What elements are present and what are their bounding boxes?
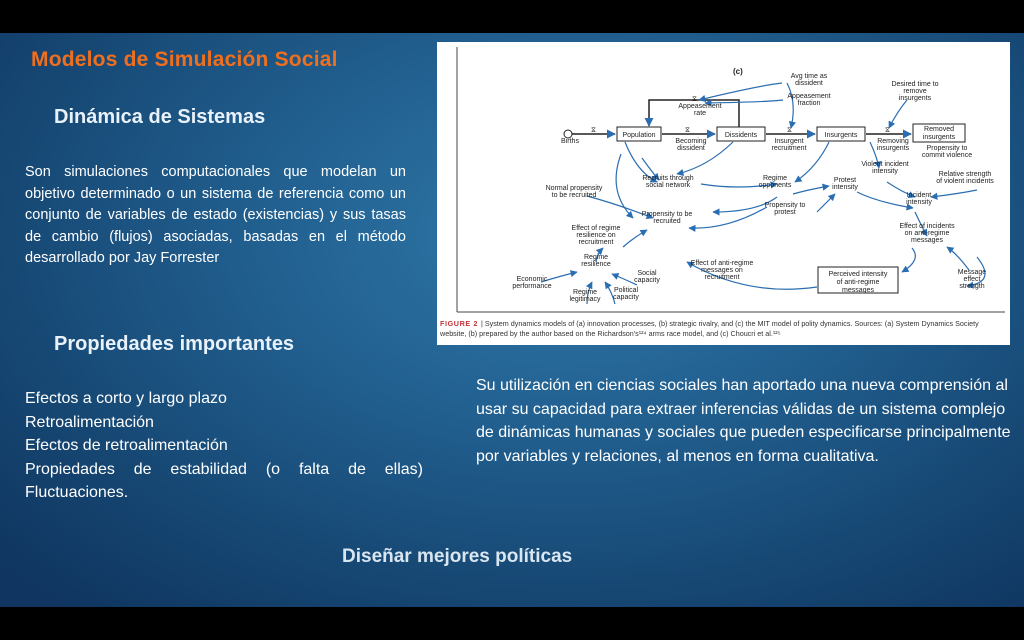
var-label: resilience xyxy=(581,261,611,268)
highlight-text: Diseñar mejores políticas xyxy=(342,546,573,567)
properties-title: Propiedades importantes xyxy=(54,333,295,355)
valve-icon: ⧖ xyxy=(885,127,890,134)
valve-icon: ⧖ xyxy=(685,127,690,134)
var-label: Protest xyxy=(834,177,856,184)
stock-perceived-intensity xyxy=(817,266,899,294)
stock-label: Perceived intensity xyxy=(829,271,888,278)
var-label: opponents xyxy=(759,182,792,189)
var-label: Propensity to xyxy=(927,145,968,152)
var-label: Avg time as xyxy=(791,73,828,80)
figure-caption: FIGURE 2| System dynamics models of (a) … xyxy=(440,319,1006,339)
var-label: Desired time to xyxy=(891,81,938,88)
stock-removed-insurgents xyxy=(912,123,966,143)
var-label: to be recruited xyxy=(552,192,597,199)
var-label: recruitment xyxy=(578,239,613,246)
var-label: intensity xyxy=(832,184,858,191)
var-label: Propensity to be xyxy=(642,211,693,218)
var-label: Effect of anti-regime xyxy=(691,260,754,267)
var-label: intensity xyxy=(906,199,932,206)
var-label: commit violence xyxy=(922,152,972,159)
var-label: Violent incident xyxy=(861,161,908,168)
var-label: Economic xyxy=(517,276,548,283)
var-label: Regime xyxy=(584,254,608,261)
var-label: effect xyxy=(964,276,981,283)
var-label: Insurgent xyxy=(774,138,803,145)
stock-label: insurgents xyxy=(923,134,956,141)
var-label: Regime xyxy=(573,289,597,296)
stock-population xyxy=(616,126,662,142)
stock-label: Removed xyxy=(924,126,954,133)
var-label: Relative strength xyxy=(939,171,992,178)
var-label: Births xyxy=(561,138,579,145)
caption-label: FIGURE 2 xyxy=(440,319,478,328)
property-item: Retroalimentación xyxy=(25,413,154,431)
var-label: Appeasement xyxy=(787,93,830,100)
var-label: Becoming xyxy=(675,138,706,145)
var-label: legitimacy xyxy=(569,296,601,303)
stock-label: messages xyxy=(842,287,874,294)
description-text: Son simulaciones computacionales que mod… xyxy=(25,164,406,266)
var-label: insurgents xyxy=(899,95,932,102)
var-label: fraction xyxy=(798,100,821,107)
var-label: performance xyxy=(512,283,551,290)
caption-text: | System dynamics models of (a) innovati… xyxy=(440,319,979,338)
valve-icon: ⧖ xyxy=(591,127,596,134)
var-label: strength xyxy=(959,283,984,290)
var-label: dissident xyxy=(677,145,705,152)
var-label: Propensity to xyxy=(765,202,806,209)
var-label: insurgents xyxy=(877,145,910,152)
var-label: protest xyxy=(774,209,795,216)
var-label: Social xyxy=(637,270,657,277)
var-label: social network xyxy=(646,182,691,189)
var-label: on anti-regime xyxy=(905,230,950,237)
valve-icon: ⧖ xyxy=(787,127,792,134)
var-label: resilience on xyxy=(576,232,615,239)
var-label: capacity xyxy=(613,294,639,301)
var-label: Removing xyxy=(877,138,909,145)
var-label: intensity xyxy=(872,168,898,175)
system-dynamics-figure: (c) Population Dissidents Insurgents Rem… xyxy=(437,42,1010,345)
var-label: Normal propensity xyxy=(546,185,603,192)
var-label: Recruits through xyxy=(642,175,693,182)
var-label: dissident xyxy=(795,80,823,87)
slide: Modelos de Simulación Social Dinámica de… xyxy=(0,33,1024,607)
stock-insurgents xyxy=(816,126,866,142)
var-label: remove xyxy=(903,88,926,95)
var-label: recruited xyxy=(653,218,680,225)
var-label: Appeasement xyxy=(678,103,721,110)
var-label: capacity xyxy=(634,277,660,284)
usage-text: Su utilización en ciencias sociales han … xyxy=(476,377,1011,465)
var-label: Message xyxy=(958,269,987,276)
var-label: rate xyxy=(694,110,706,117)
var-label: Effect of incidents xyxy=(899,223,955,230)
stock-label: of anti-regime xyxy=(837,279,880,286)
var-label: messages xyxy=(911,237,943,244)
stock-label: Insurgents xyxy=(825,132,858,139)
var-label: messages on xyxy=(701,267,743,274)
property-item: Efectos a corto y largo plazo xyxy=(25,390,227,407)
property-item: Efectos de retroalimentación xyxy=(25,437,228,454)
stock-dissidents xyxy=(716,126,766,142)
var-label: recruitment xyxy=(771,145,806,152)
property-item: Fluctuaciones. xyxy=(25,484,129,501)
polity-dynamics-diagram: (c) Population Dissidents Insurgents Rem… xyxy=(456,47,1005,313)
properties-list: Efectos a corto y largo plazo Retroalime… xyxy=(25,387,423,505)
var-label: recruitment xyxy=(704,274,739,281)
var-label: of violent incidents xyxy=(936,178,994,185)
stock-label: Population xyxy=(622,132,655,139)
var-label: Effect of regime xyxy=(572,225,621,232)
stock-label: Dissidents xyxy=(725,132,758,139)
var-label: Incident xyxy=(907,192,932,199)
section-title: Dinámica de Sistemas xyxy=(54,106,266,128)
deck-title: Modelos de Simulación Social xyxy=(31,48,338,71)
panel-label: (c) xyxy=(733,67,743,76)
var-label: Political xyxy=(614,287,639,294)
var-label: Regime xyxy=(763,175,787,182)
